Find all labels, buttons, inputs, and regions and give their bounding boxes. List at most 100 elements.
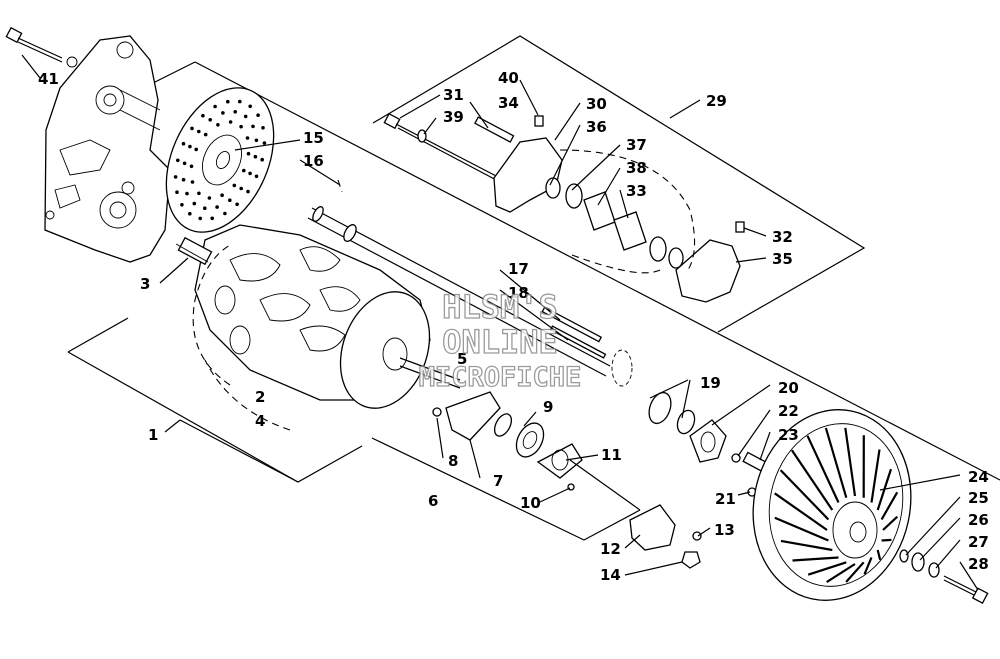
label-8: 8 xyxy=(448,452,458,470)
disc-hole xyxy=(194,147,198,152)
disc-hole xyxy=(248,104,252,109)
dashed-leaders xyxy=(192,149,696,431)
disc-hole xyxy=(248,171,252,176)
clutch-fins xyxy=(774,427,899,584)
disc-hole xyxy=(221,111,225,115)
disc-hole xyxy=(262,141,267,145)
clutch-fin xyxy=(774,516,829,542)
disc-hole xyxy=(260,157,265,162)
label-9: 9 xyxy=(543,398,553,416)
group-outlines xyxy=(67,35,1000,541)
brake-caliper xyxy=(383,112,745,303)
disc-hole xyxy=(253,154,258,159)
disc-hole xyxy=(216,123,220,127)
clutch-fin xyxy=(779,469,830,521)
label-4: 4 xyxy=(255,412,265,430)
disc-hole xyxy=(223,211,227,216)
label-21: 21 xyxy=(715,490,736,508)
label-34: 34 xyxy=(498,94,519,112)
label-41: 41 xyxy=(38,70,59,88)
label-1: 1 xyxy=(148,426,158,444)
disc-hole xyxy=(173,175,178,179)
label-31: 31 xyxy=(443,86,464,104)
label-30: 30 xyxy=(586,95,607,113)
disc-hole xyxy=(176,158,180,163)
clutch-fin xyxy=(844,427,857,497)
disc-hole xyxy=(203,132,208,137)
clutch-fin xyxy=(881,538,892,542)
clutch-fin xyxy=(826,563,856,584)
disc-hole xyxy=(207,196,212,200)
clutch-fin xyxy=(845,561,865,583)
label-24: 24 xyxy=(968,468,989,486)
label-33: 33 xyxy=(626,182,647,200)
disc-hole xyxy=(238,99,242,104)
label-36: 36 xyxy=(586,118,607,136)
label-15: 15 xyxy=(303,129,324,147)
label-12: 12 xyxy=(600,540,621,558)
label-18: 18 xyxy=(508,284,529,302)
clutch-fin xyxy=(824,427,848,499)
brake-disc xyxy=(165,87,275,233)
disc-hole xyxy=(203,206,207,210)
clutch-fin xyxy=(774,492,828,531)
bolt-41 xyxy=(5,26,63,63)
label-32: 32 xyxy=(772,228,793,246)
clutch-fin xyxy=(792,556,839,562)
disc-hole xyxy=(181,177,186,182)
disc-hole xyxy=(228,198,232,202)
disc-hole xyxy=(197,191,201,196)
disc-hole xyxy=(251,124,255,129)
disc-hole xyxy=(254,138,259,143)
disc-hole xyxy=(215,205,219,209)
watermark-line-3: MICROFICHE xyxy=(419,362,582,393)
disc-hole xyxy=(188,144,192,149)
disc-hole xyxy=(182,161,187,166)
label-27: 27 xyxy=(968,533,989,551)
label-6: 6 xyxy=(428,492,438,510)
disc-hole xyxy=(232,183,237,188)
label-23: 23 xyxy=(778,426,799,444)
clutch-fin xyxy=(780,539,833,552)
disc-hole xyxy=(235,202,239,207)
clutch-fin xyxy=(880,491,899,521)
disc-hole xyxy=(175,190,179,194)
clutch-fin xyxy=(806,435,840,503)
label-2: 2 xyxy=(255,388,265,406)
clutch-fin xyxy=(790,449,834,511)
clutch-fin xyxy=(807,561,847,576)
disc-hole xyxy=(185,191,189,196)
drive-clutch xyxy=(175,224,461,409)
label-16: 16 xyxy=(303,152,324,170)
disc-holes xyxy=(173,99,267,221)
keys xyxy=(541,306,607,359)
disc-hole xyxy=(226,99,230,104)
engine-case xyxy=(44,35,171,263)
clutch-fin xyxy=(882,515,899,531)
label-39: 39 xyxy=(443,108,464,126)
disc-hole xyxy=(243,114,248,119)
watermark-line-1: HLSM'S xyxy=(442,288,558,326)
label-22: 22 xyxy=(778,402,799,420)
disc-hole xyxy=(246,151,251,156)
label-17: 17 xyxy=(508,260,529,278)
disc-hole xyxy=(201,113,205,118)
jackshaft xyxy=(307,206,611,377)
label-11: 11 xyxy=(601,446,622,464)
disc-hole xyxy=(254,174,259,179)
disc-hole xyxy=(197,129,201,134)
label-3: 3 xyxy=(140,275,150,293)
disc-hole xyxy=(189,164,194,169)
label-38: 38 xyxy=(626,159,647,177)
disc-hole xyxy=(190,180,195,184)
disc-hole xyxy=(256,113,260,117)
label-20: 20 xyxy=(778,379,799,397)
clutch-fin xyxy=(863,557,873,575)
disc-hole xyxy=(242,168,246,173)
leader-lines xyxy=(21,54,979,591)
disc-hole xyxy=(188,211,192,216)
disc-hole xyxy=(245,136,250,140)
label-26: 26 xyxy=(968,511,989,529)
